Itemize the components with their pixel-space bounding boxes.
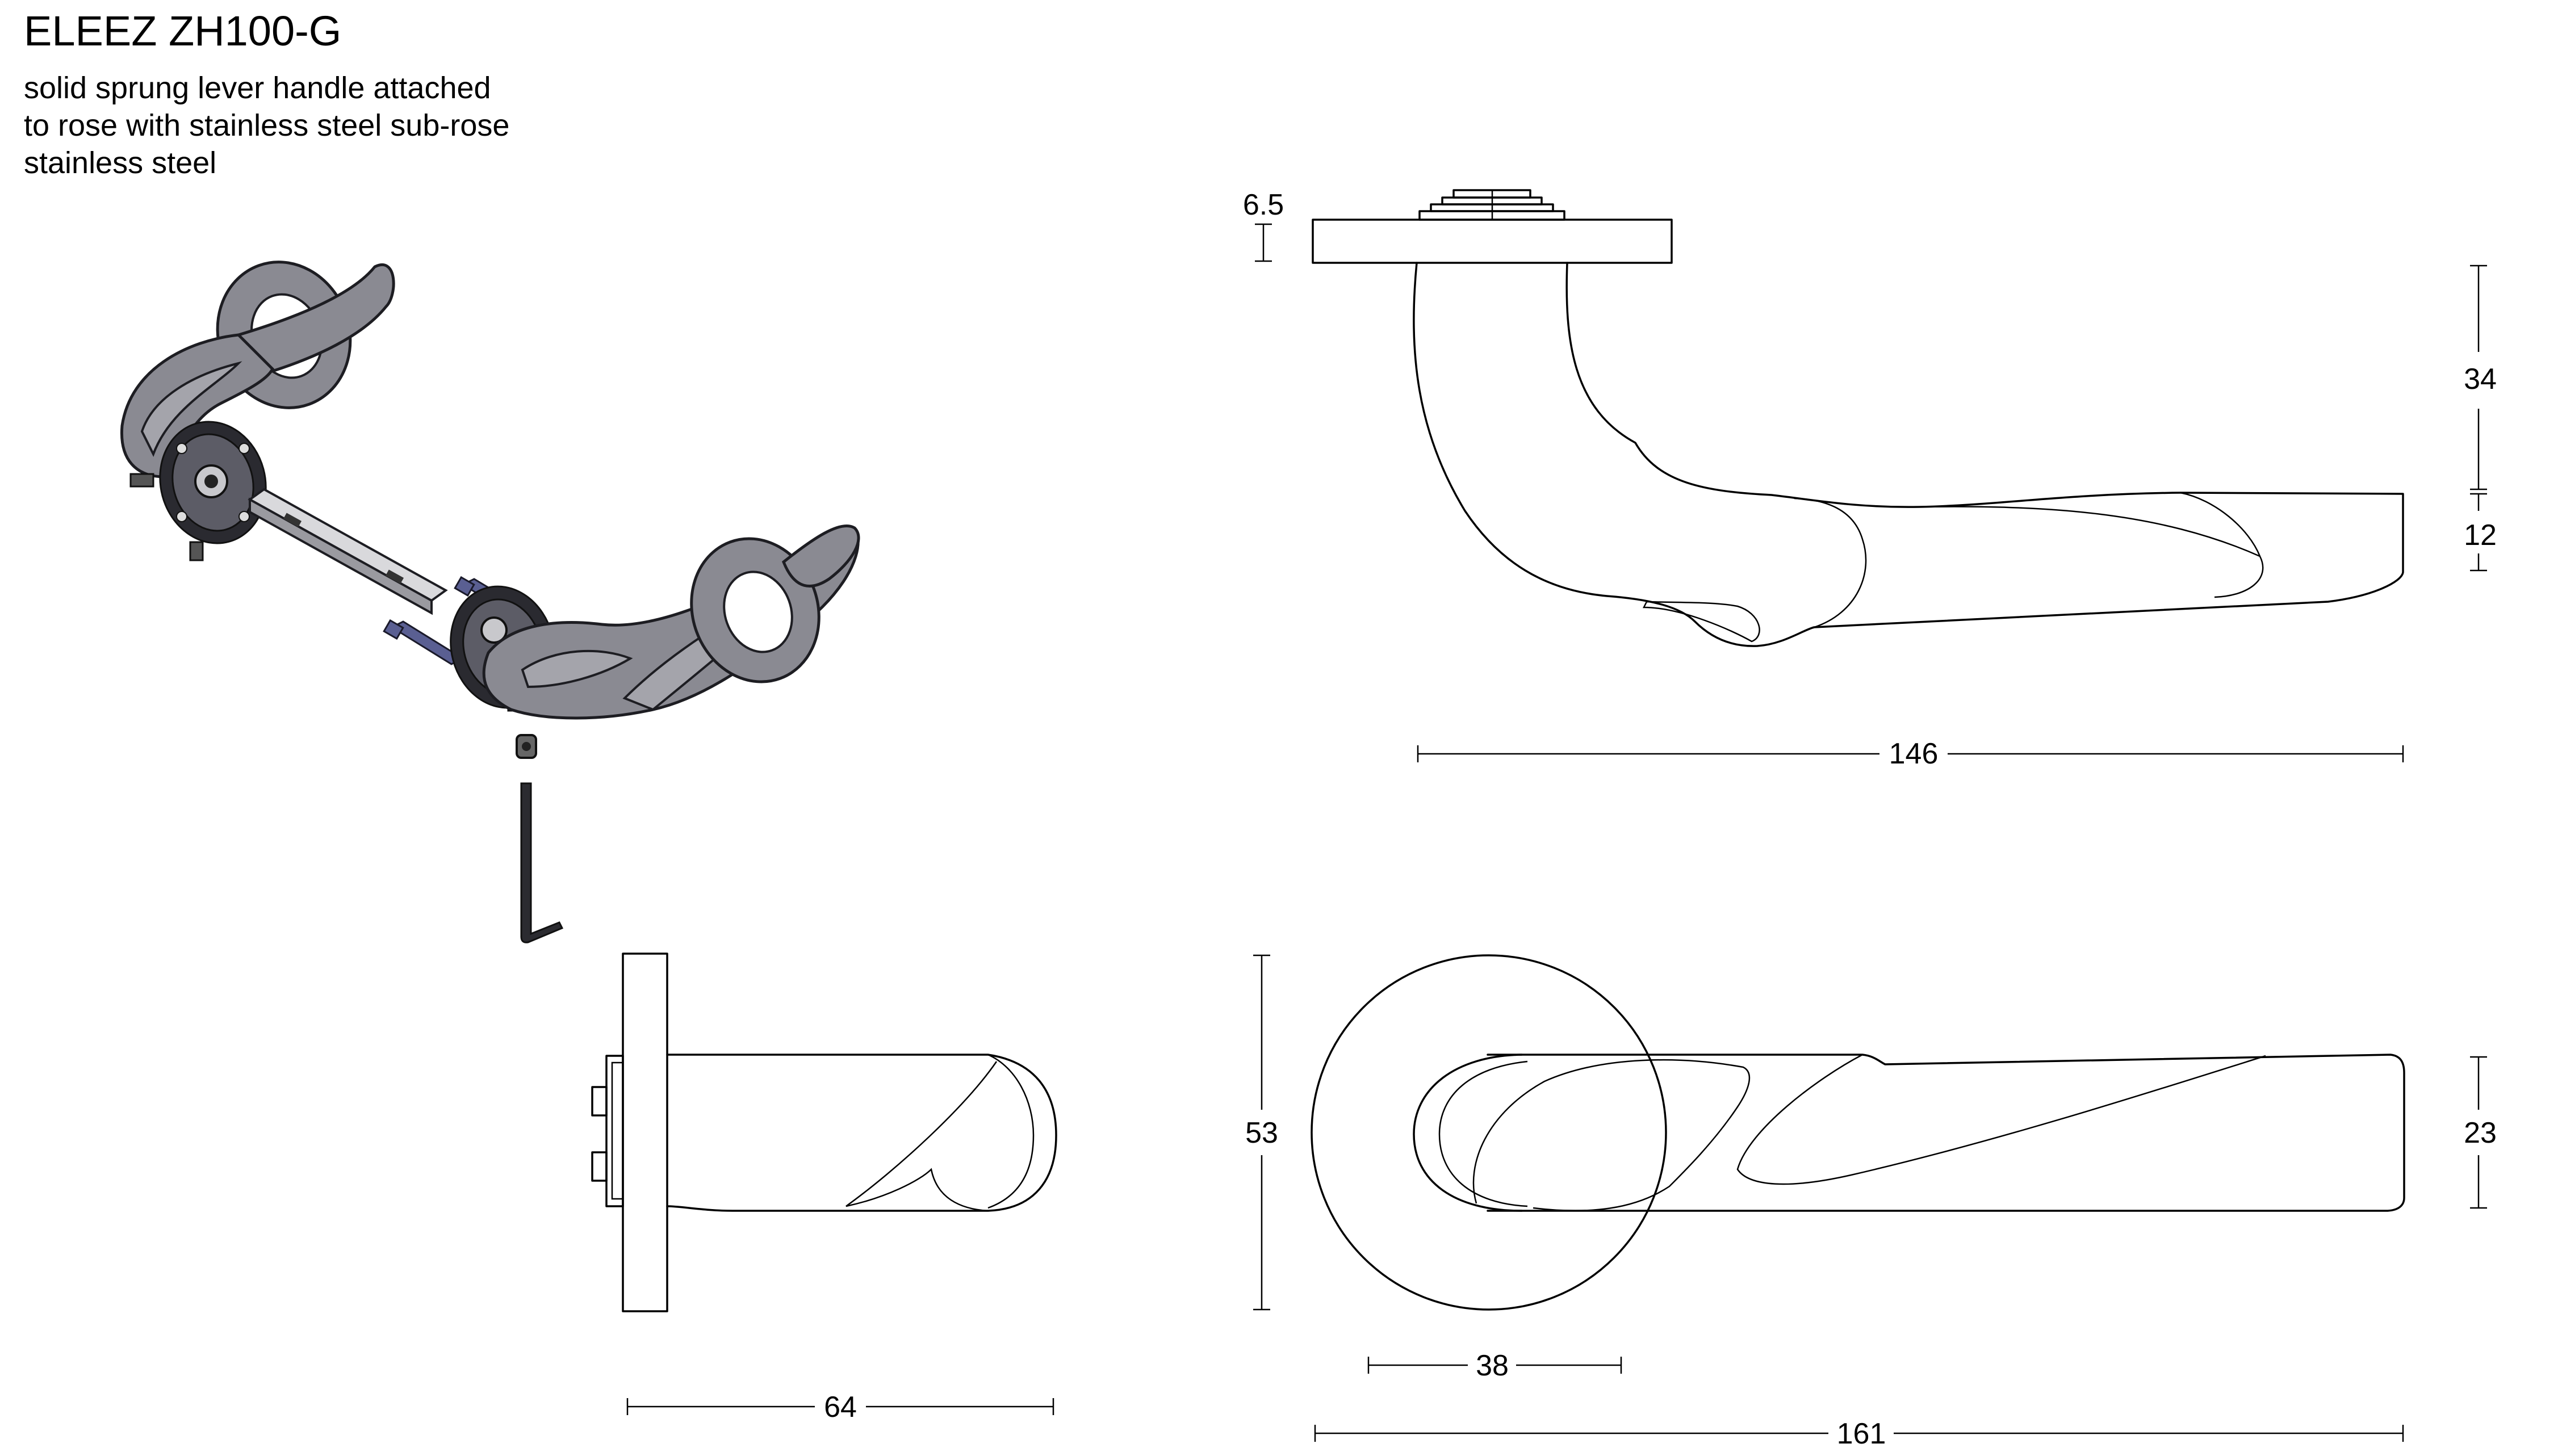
top-lever-swirl-1 (1472, 1059, 1751, 1211)
right-lever-tip (781, 524, 860, 588)
front-lug-bottom (591, 1151, 608, 1182)
dim-rose-inner-label: 38 (1476, 1349, 1509, 1382)
right-rose-ring (690, 537, 820, 683)
product-description: solid sprung lever handle attached to ro… (24, 69, 509, 182)
front-subrose (605, 1055, 624, 1207)
exploded-3d-render (120, 261, 860, 943)
description-line-3: stainless steel (24, 146, 217, 180)
front-lug-top (591, 1086, 608, 1117)
dim-lever-width-label: 23 (2464, 1117, 2497, 1149)
dim-rose-diameter-label: 53 (1245, 1117, 1278, 1149)
dim-projection-length-label: 146 (1889, 737, 1939, 770)
dim-lever-height: 12 (2464, 493, 2497, 572)
description-line-1: solid sprung lever handle attached (24, 71, 491, 105)
dim-projection-length: 146 (1417, 737, 2404, 770)
dim-rose-thickness-label: 6.5 (1243, 188, 1284, 221)
dim-lever-width: 23 (2464, 1056, 2497, 1209)
front-view (591, 953, 1057, 1312)
product-title: ELEEZ ZH100-G (24, 7, 342, 54)
left-lever-upper (236, 263, 395, 376)
dim-rose-inner: 38 (1367, 1349, 1622, 1382)
left-lever-highlight (140, 361, 242, 457)
top-view (1311, 954, 2405, 1311)
dim-lever-height-label: 12 (2464, 519, 2497, 552)
top-lever-grip (1413, 1054, 1523, 1212)
allen-key (520, 782, 564, 943)
dim-neck-height-label: 34 (2464, 363, 2497, 396)
left-sub-rose (159, 421, 267, 544)
description-line-2: to rose with stainless steel sub-rose (24, 108, 510, 142)
grub-nut (516, 734, 537, 759)
dim-neck-height: 34 (2464, 265, 2497, 490)
dim-overall-length-label: 161 (1837, 1417, 1886, 1450)
side-view (1312, 189, 2404, 647)
dim-rose-thickness: 6.5 (1243, 188, 1284, 262)
top-lever-outline (1487, 1054, 2405, 1212)
dim-overall-length: 161 (1314, 1417, 2404, 1450)
dim-front-projection-label: 64 (824, 1391, 857, 1424)
left-fixing-screw (129, 473, 154, 488)
right-lever-highlight-2 (521, 649, 633, 689)
side-rose-plate (1312, 219, 1673, 264)
front-lever-outline (666, 1054, 1057, 1212)
dim-front-projection: 64 (626, 1391, 1054, 1424)
front-lever-twist (845, 1061, 998, 1212)
side-lever-outline (1413, 262, 2404, 647)
top-rose-circle (1311, 954, 1667, 1311)
front-rose-plate (622, 953, 668, 1312)
side-lever-swirl (1794, 497, 1867, 628)
left-grub-screw (189, 541, 204, 561)
spindle (248, 488, 448, 615)
dim-rose-diameter: 53 (1245, 954, 1278, 1311)
top-lever-swirl-2 (1736, 1054, 2266, 1185)
